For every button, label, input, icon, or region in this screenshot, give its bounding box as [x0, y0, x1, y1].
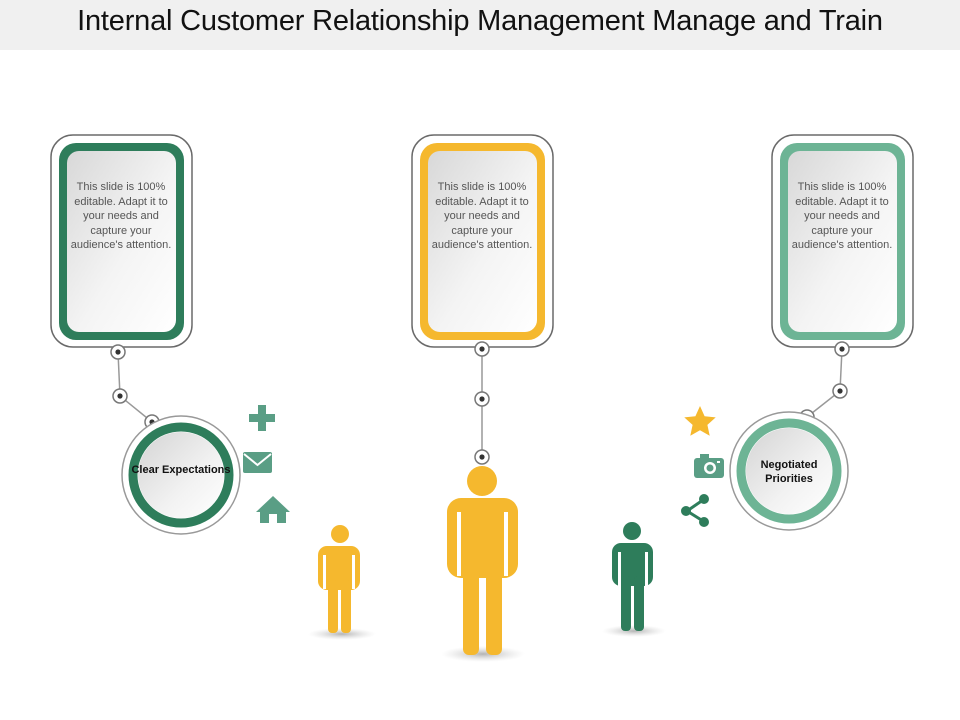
page-title: Internal Customer Relationship Managemen…	[77, 5, 883, 37]
circle-left-label: Clear Expectations	[131, 464, 231, 476]
connector-right	[806, 348, 843, 418]
node	[112, 388, 128, 404]
circle-left	[121, 415, 241, 535]
title-bar: Internal Customer Relationship Managemen…	[0, 0, 960, 50]
person-green	[612, 522, 653, 631]
node	[474, 449, 490, 465]
circle-right	[729, 411, 849, 531]
star-icon	[684, 406, 716, 436]
envelope-icon	[243, 452, 272, 473]
home-icon	[256, 496, 290, 523]
person-large-yellow	[447, 466, 518, 655]
circle-left-ring	[128, 422, 234, 528]
node	[834, 341, 850, 357]
camera-icon	[694, 454, 724, 478]
node	[474, 341, 490, 357]
circle-right-ring	[736, 418, 842, 524]
card-3-text: This slide is 100% editable. Adapt it to…	[791, 181, 893, 251]
node	[110, 344, 126, 360]
card-2-text: This slide is 100% editable. Adapt it to…	[431, 181, 533, 251]
node	[832, 383, 848, 399]
person-shadow	[602, 625, 666, 637]
card-1-text: This slide is 100% editable. Adapt it to…	[70, 181, 172, 251]
person-shadow	[441, 646, 525, 662]
card-3	[771, 134, 914, 348]
plus-icon	[249, 405, 275, 431]
card-2	[411, 134, 554, 348]
person-small-yellow	[318, 525, 360, 633]
person-shadow	[308, 628, 376, 640]
share-icon	[681, 494, 709, 527]
circle-right-label: Negotiated Priorities	[760, 459, 818, 485]
node	[474, 391, 490, 407]
connector-left	[117, 351, 153, 423]
card-1	[50, 134, 193, 348]
